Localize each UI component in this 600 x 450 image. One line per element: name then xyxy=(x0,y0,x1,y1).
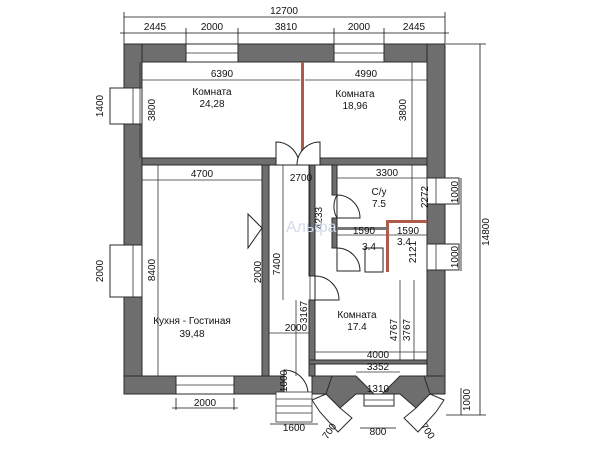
su-area: 7.5 xyxy=(372,199,386,210)
top-dimension-lines xyxy=(120,12,449,48)
doors xyxy=(247,141,361,395)
top-seg-5: 2445 xyxy=(403,22,426,33)
inner-walls xyxy=(141,62,428,377)
dim-left-window-1400: 1400 xyxy=(95,94,106,117)
dim-bottom-window-2000: 2000 xyxy=(194,398,217,409)
top-seg-2: 2000 xyxy=(201,22,224,33)
bottom-dimension-lines xyxy=(172,398,396,429)
total-height-label: 14800 xyxy=(481,218,492,246)
dim-su-height: 2272 xyxy=(420,185,431,208)
dim-hall-2700: 2700 xyxy=(290,173,313,184)
dim-room2-height: 3800 xyxy=(398,98,409,121)
interior-measure-lines xyxy=(139,62,427,376)
dim-room1-width: 6390 xyxy=(211,69,234,80)
dim-corridor-4233: 4233 xyxy=(314,206,325,229)
room2-area: 18,96 xyxy=(342,101,367,112)
dim-height-3167: 3167 xyxy=(299,300,310,323)
dim-small-1590-b: 1590 xyxy=(397,226,420,237)
top-seg-3: 3810 xyxy=(275,22,298,33)
dim-room-3767: 3767 xyxy=(402,318,413,341)
red-partition-horizontal xyxy=(388,220,427,223)
dim-su-width: 3300 xyxy=(376,168,399,179)
dim-porch-1000: 1000 xyxy=(279,369,290,392)
small2-area: 3.4 xyxy=(397,237,411,248)
watermark-text: Альфа xyxy=(286,219,337,236)
room3-name: Комната xyxy=(337,310,377,321)
bay-window xyxy=(311,375,445,433)
right-dimension-lines xyxy=(446,43,486,416)
dim-room-4767: 4767 xyxy=(389,318,400,341)
dim-bay-1310: 1310 xyxy=(367,384,390,395)
dim-right-1000-bottom: 1000 xyxy=(462,388,473,411)
total-width-label: 12700 xyxy=(270,6,298,17)
left-window-lower xyxy=(109,244,143,298)
dim-hall-2000-horizontal: 2000 xyxy=(285,323,308,334)
dim-porch-1600: 1600 xyxy=(283,423,306,434)
dim-hall-7400: 7400 xyxy=(272,252,283,275)
dim-room2-width: 4990 xyxy=(355,69,378,80)
right-window-su xyxy=(426,177,460,205)
dim-height-2121: 2121 xyxy=(408,240,419,263)
room2-name: Комната xyxy=(335,89,375,100)
dim-hall-2000-vertical: 2000 xyxy=(253,260,264,283)
dim-kitchen-height: 8400 xyxy=(147,258,158,281)
dim-room-3352: 3352 xyxy=(367,362,390,373)
top-seg-1: 2445 xyxy=(144,22,167,33)
room1-name: Комната xyxy=(192,87,232,98)
left-window-upper xyxy=(109,87,143,125)
red-partition-vertical xyxy=(386,220,389,272)
su-name: С/у xyxy=(372,187,387,198)
kitchen-area: 39,48 xyxy=(179,329,204,340)
small-room-door xyxy=(364,247,384,273)
top-seg-4: 2000 xyxy=(348,22,371,33)
dim-kitchen-width: 4700 xyxy=(191,169,214,180)
dim-left-window-2000: 2000 xyxy=(95,259,106,282)
right-window-small xyxy=(426,243,460,271)
dim-room1-height: 3800 xyxy=(147,98,158,121)
dim-right-window-1000-b: 1000 xyxy=(450,245,461,268)
dim-right-window-1000-a: 1000 xyxy=(450,180,461,203)
small-room-wall xyxy=(337,227,387,230)
dim-small-1590-a: 1590 xyxy=(353,226,376,237)
room3-area: 17.4 xyxy=(347,322,367,333)
room1-area: 24,28 xyxy=(199,99,224,110)
kitchen-name: Кухня - Гостиная xyxy=(153,316,231,327)
dim-room-4000: 4000 xyxy=(367,350,390,361)
dim-bay-800: 800 xyxy=(370,427,387,438)
porch-steps xyxy=(275,391,313,423)
small1-area: 3.4 xyxy=(362,242,376,253)
